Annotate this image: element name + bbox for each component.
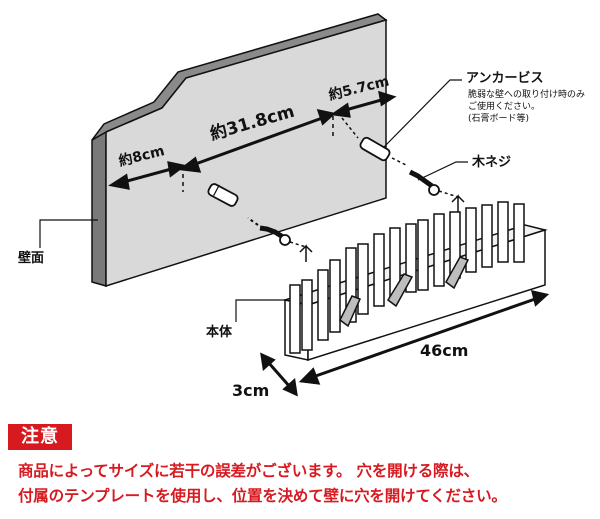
body-leader-line	[235, 299, 285, 322]
notice-badge: 注意	[8, 424, 72, 450]
anchor-leader-line	[382, 79, 462, 149]
anchor-note-line-1: 脆弱な壁への取り付け時のみ	[468, 88, 585, 100]
wall-label: 壁面	[18, 250, 44, 266]
left-screw	[259, 225, 285, 240]
anchor-note-line-3: (石膏ボード等)	[468, 112, 529, 124]
depth-label: 3cm	[232, 381, 269, 400]
rack-pegs	[289, 201, 525, 354]
notice-text-line-2: 付属のテンプレートを使用し、位置を決めて壁に穴を開けてください。	[18, 487, 507, 505]
anchor-title-label: アンカービス	[466, 70, 543, 86]
body-label: 本体	[206, 324, 233, 340]
wall-leader-line	[39, 219, 98, 248]
right-screw	[408, 169, 434, 189]
wood-screw-leader-line	[417, 161, 468, 181]
hook-rack-body	[282, 201, 548, 362]
wood-screw-label: 木ネジ	[471, 154, 511, 170]
dimension-arrows-wall	[108, 90, 397, 190]
right-anchor-screw	[341, 117, 465, 212]
wall-panel	[91, 13, 388, 288]
notice-text-line-1: 商品によってサイズに若干の誤差がございます。 穴を開ける際は、	[18, 462, 479, 480]
left-anchor-plug	[207, 183, 239, 207]
rack-hooks	[339, 256, 470, 328]
installation-diagram: 約8cm 約31.8cm 約5.7cm アンカービス 脆弱な壁への取り付け時のみ…	[18, 13, 585, 400]
anchor-note-line-2: ご使用ください。	[468, 100, 540, 112]
wall-guides	[182, 116, 334, 192]
right-anchor-plug	[359, 136, 391, 162]
dimension-arrows-body	[260, 289, 550, 397]
width-label: 46cm	[420, 341, 468, 360]
wall-face	[105, 19, 387, 288]
left-anchor-screw	[207, 183, 313, 262]
